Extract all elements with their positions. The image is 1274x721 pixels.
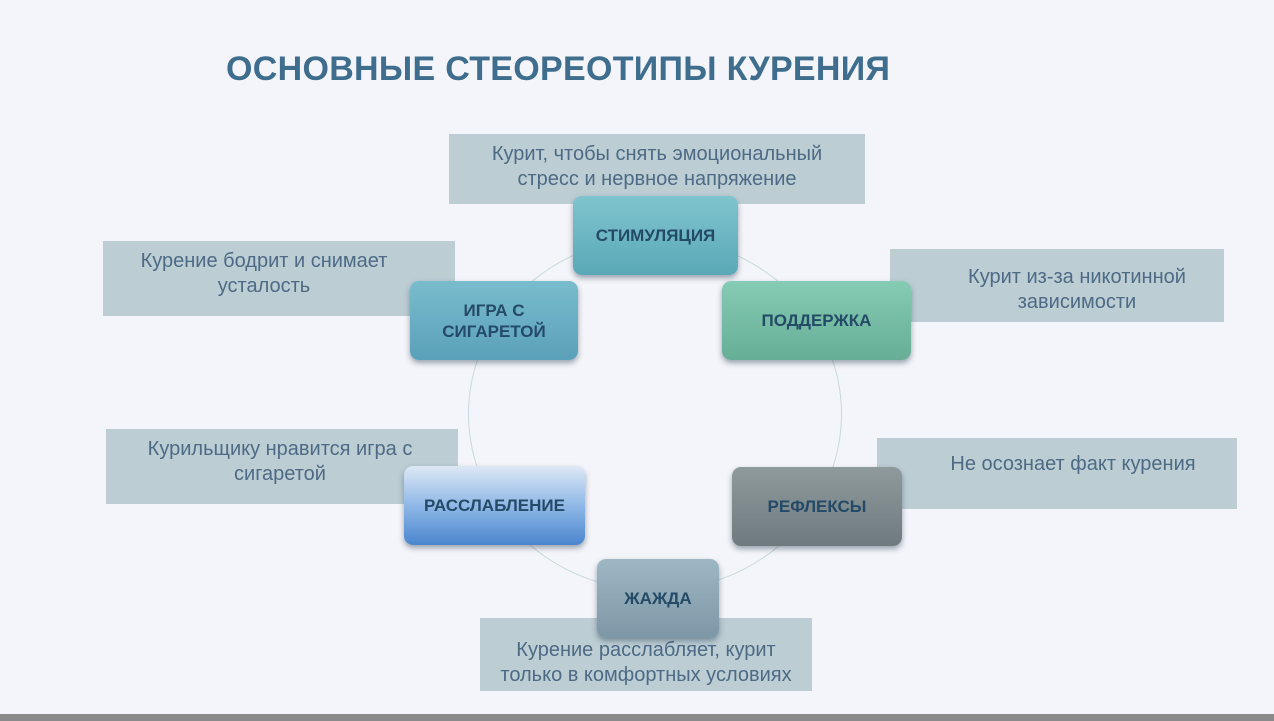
node-stimulation[interactable]: СТИМУЛЯЦИЯ [573,196,738,275]
node-play[interactable]: ИГРА С СИГАРЕТОЙ [410,281,578,360]
bottom-bar [0,714,1274,721]
desc-relaxation: Курильщику нравится игра с сигаретой [106,429,458,504]
desc-reflexes: Не осознает факт курения [877,438,1237,509]
desc-stimulation: Курит, чтобы снять эмоциональный стресс … [449,134,865,204]
desc-play: Курение бодрит и снимает усталость [103,241,455,316]
node-reflexes[interactable]: РЕФЛЕКСЫ [732,467,902,546]
node-thirst[interactable]: ЖАЖДА [597,559,719,638]
node-support[interactable]: ПОДДЕРЖКА [722,281,911,360]
desc-support: Курит из-за никотинной зависимости [890,249,1224,322]
node-relaxation[interactable]: РАССЛАБЛЕНИЕ [404,466,585,545]
slide-title: ОСНОВНЫЕ СТЕОРЕОТИПЫ КУРЕНИЯ [226,50,891,88]
